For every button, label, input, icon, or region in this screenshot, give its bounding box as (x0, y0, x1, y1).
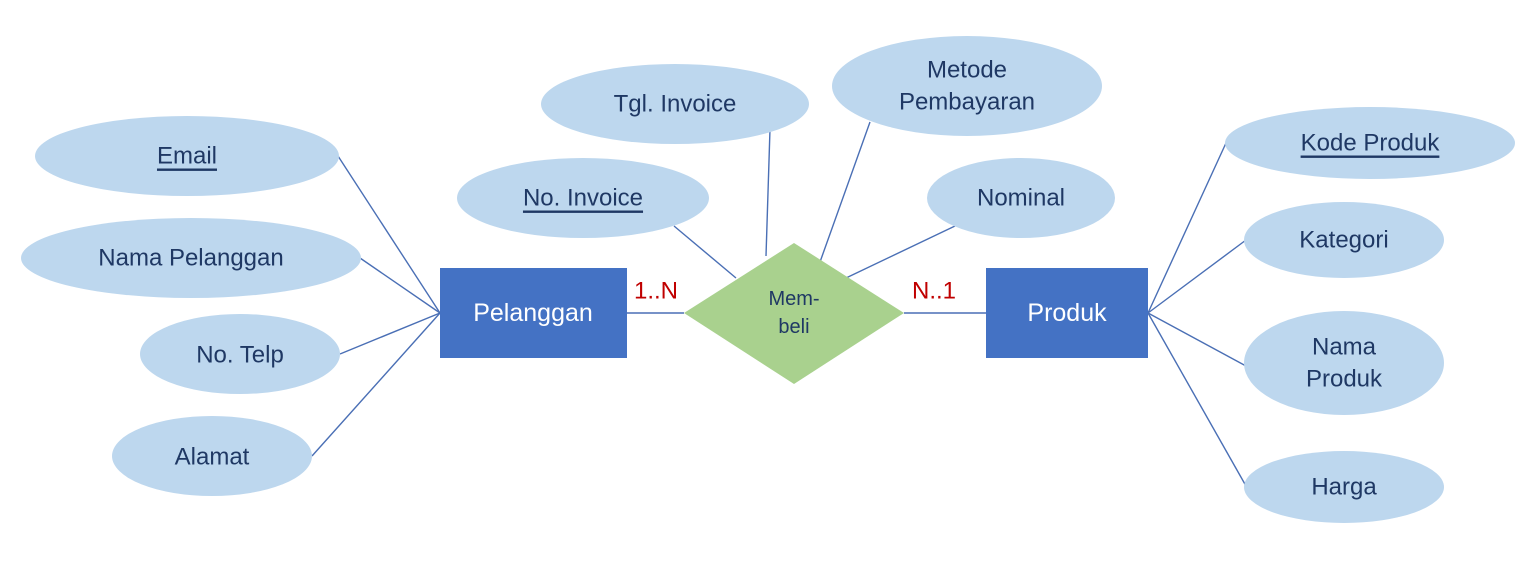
line-email-pelanggan (337, 155, 441, 314)
attr-no-telp-label: No. Telp (196, 342, 284, 369)
attr-email-shape (35, 116, 339, 196)
relationship-label-line1: Mem- (768, 288, 819, 310)
attr-metode-shape (832, 36, 1102, 136)
entity-pelanggan-label: Pelanggan (473, 299, 593, 327)
entity-shapes (440, 268, 1148, 358)
relationship-label-line2: beli (778, 316, 809, 338)
relationship-membeli-diamond (684, 243, 904, 384)
attr-metode-label-line2: Pembayaran (899, 89, 1035, 116)
attr-nama-produk-shape (1244, 311, 1444, 415)
attr-tgl-invoice-label: Tgl. Invoice (614, 91, 737, 118)
attr-nominal-label: Nominal (977, 185, 1065, 212)
attr-email-label: Email (157, 143, 217, 170)
relationship-label: Mem- beli (768, 288, 819, 338)
line-kategori-produk (1147, 239, 1247, 314)
cardinality-right: N..1 (912, 278, 956, 305)
line-nama-pelanggan (359, 257, 441, 314)
line-nominal-membeli (845, 225, 956, 279)
line-metode-membeli (819, 121, 871, 263)
attr-alamat-shape (112, 416, 312, 496)
attr-alamat-label: Alamat (175, 444, 250, 471)
attribute-shapes (21, 36, 1515, 523)
attr-no-telp-shape (140, 314, 340, 394)
attr-nama-pelanggan-shape (21, 218, 361, 298)
attr-nama-pelanggan-label: Nama Pelanggan (98, 245, 283, 272)
attr-nama-produk-label-line2: Produk (1306, 366, 1383, 393)
line-alamat-pelanggan (311, 312, 441, 457)
connectors (311, 121, 1247, 487)
attr-kategori-label: Kategori (1299, 227, 1388, 254)
attr-no-invoice-label: No. Invoice (523, 185, 643, 212)
attr-harga-shape (1244, 451, 1444, 523)
attr-nominal-shape (927, 158, 1115, 238)
attr-kategori-shape (1244, 202, 1444, 278)
attr-nama-produk-label-line1: Nama (1312, 334, 1377, 361)
attr-harga-label: Harga (1311, 474, 1377, 501)
attr-metode-label-line1: Metode (927, 57, 1007, 84)
entity-labels: Pelanggan Produk (473, 299, 1107, 327)
cardinality-left: 1..N (634, 278, 678, 305)
line-harga-produk (1147, 312, 1247, 487)
line-kode-produk-produk (1147, 142, 1227, 314)
attr-kode-produk-shape (1225, 107, 1515, 179)
attribute-labels: Email Nama Pelanggan No. Telp Alamat No.… (98, 57, 1440, 501)
line-no-invoice-membeli (673, 225, 737, 279)
line-no-telp-pelanggan (339, 312, 441, 355)
line-tgl-invoice-membeli (765, 128, 771, 257)
attr-kode-produk-label: Kode Produk (1301, 130, 1441, 157)
line-nama-produk-produk (1147, 312, 1247, 367)
attr-tgl-invoice-shape (541, 64, 809, 144)
entity-produk-box (986, 268, 1148, 358)
cardinality-labels: 1..N N..1 (634, 278, 956, 305)
entity-pelanggan-box (440, 268, 627, 358)
entity-produk-label: Produk (1027, 299, 1107, 327)
attr-no-invoice-shape (457, 158, 709, 238)
